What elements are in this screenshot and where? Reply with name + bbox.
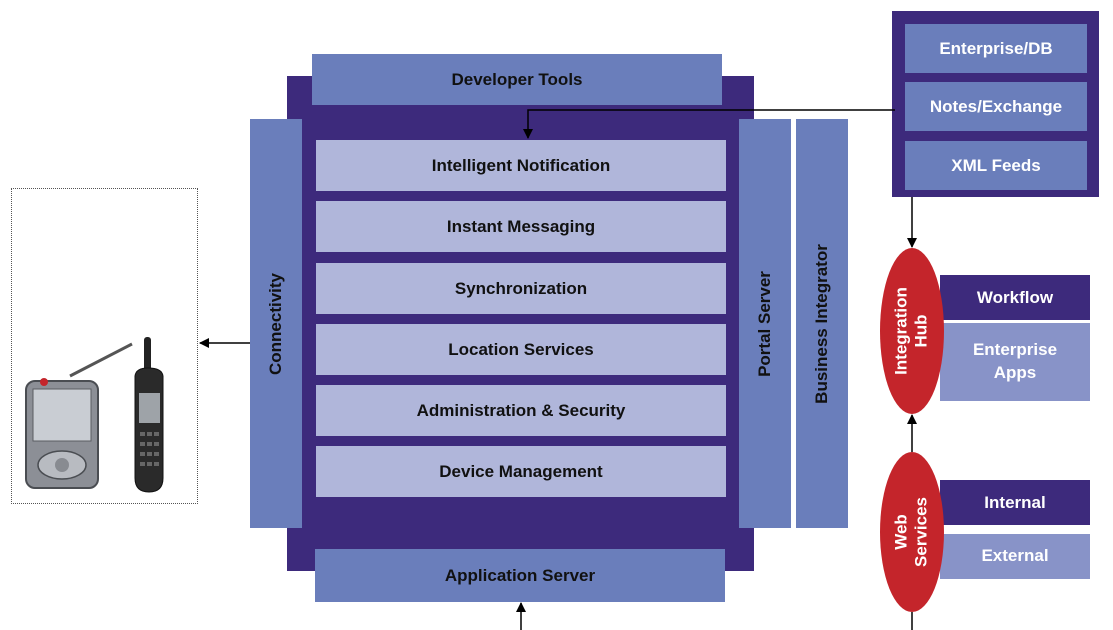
enterprise-apps-box: Enterprise Apps: [940, 323, 1090, 401]
service-synchronization: Synchronization: [316, 263, 726, 314]
integration-hub-oval: Integration Hub: [880, 248, 944, 414]
service-instant-messaging: Instant Messaging: [316, 201, 726, 252]
enterprise-apps-line2: Apps: [993, 363, 1037, 382]
developer-tools-box: Developer Tools: [312, 54, 722, 105]
service-intelligent-notification: Intelligent Notification: [316, 140, 726, 191]
datasource-enterprise-db: Enterprise/DB: [905, 24, 1087, 73]
portal-server-bar: Portal Server: [739, 119, 791, 528]
web-services-oval: Web Services: [880, 452, 944, 612]
application-server-box: Application Server: [315, 549, 725, 602]
arrow-datasources-to-notification: [523, 109, 895, 139]
internal-box: Internal: [940, 480, 1090, 525]
external-box: External: [940, 534, 1090, 579]
connectivity-bar: Connectivity: [250, 119, 302, 528]
enterprise-apps-line1: Enterprise: [972, 340, 1058, 360]
service-location-services: Location Services: [316, 324, 726, 375]
datasource-xml-feeds: XML Feeds: [905, 141, 1087, 190]
service-device-management: Device Management: [316, 446, 726, 497]
workflow-box: Workflow: [940, 275, 1090, 320]
business-integrator-bar: Business Integrator: [796, 119, 848, 528]
pda-icon: [25, 342, 133, 489]
datasource-notes-exchange: Notes/Exchange: [905, 82, 1087, 131]
mobile-phone-icon: [134, 337, 164, 493]
service-administration-security: Administration & Security: [316, 385, 726, 436]
